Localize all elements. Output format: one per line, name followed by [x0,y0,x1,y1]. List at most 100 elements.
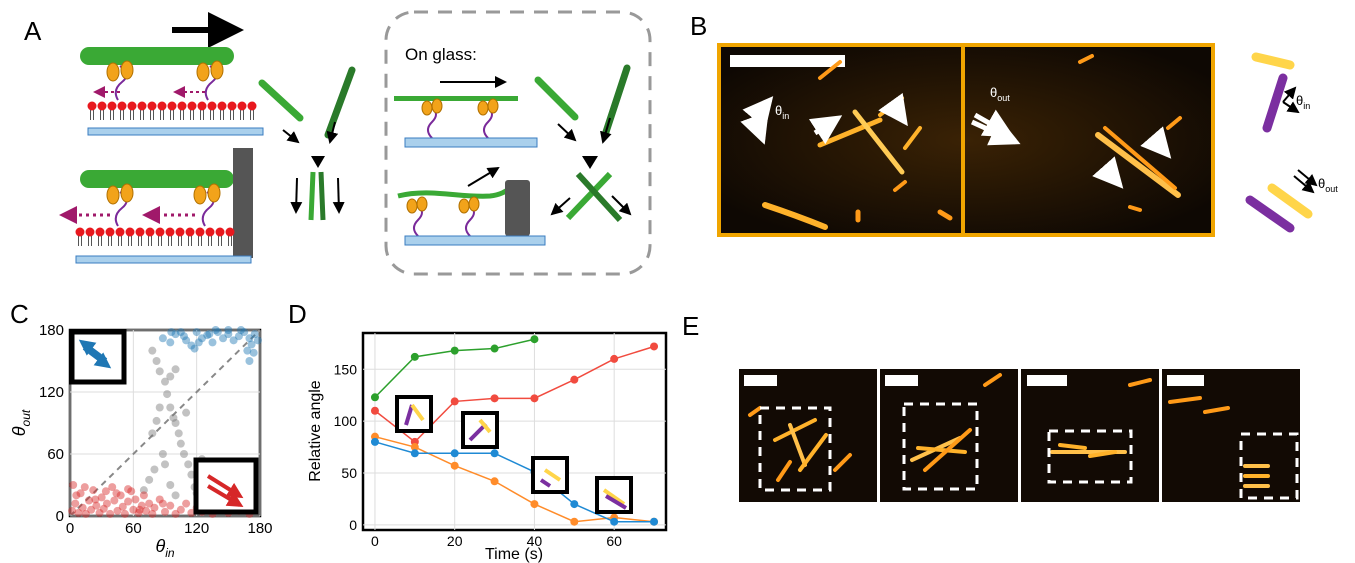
schematic-theta-out-sym: θ [1318,176,1325,191]
scatter-point [148,509,157,518]
c-ylabel-sym: θ [9,426,29,436]
d-ytick: 150 [334,361,358,377]
scatter-point [72,491,81,500]
scatter-point [161,377,169,386]
scatter-point [110,496,119,505]
d-ytick: 50 [341,465,357,481]
series-point [570,375,579,384]
lipid-head [115,227,125,237]
scatter-point [171,330,180,339]
c-ytick: 60 [47,446,64,463]
glide-arrow [467,166,500,187]
scatter-point [224,330,233,339]
scatter-point [180,332,188,341]
schematic-theta-in-sub: in [1303,101,1310,111]
scatter-point [245,357,254,365]
scatter-point [187,470,196,479]
series-point [370,393,379,402]
scatter-point [131,495,140,504]
series-point [610,354,619,363]
panel-a-schematic: On glass: [59,10,652,276]
lipid-head [207,101,217,111]
micrograph [739,369,877,502]
lipid-head [175,227,185,237]
data-lines [370,335,659,526]
barrier [233,148,253,258]
series-point [610,517,619,526]
legend-inset-blue [69,329,127,385]
scatter-point [135,505,144,514]
schematic-theta-out: θout [1318,176,1338,194]
lipid-head [105,227,115,237]
series-point [490,449,499,458]
scatter-point [245,334,254,343]
c-ytick: 120 [39,384,64,401]
scatter-point [182,408,191,417]
lipid-head [145,227,155,237]
glass-substrate [404,137,538,148]
lipid-bilayer [75,227,235,246]
lipid-head [87,101,97,111]
series-point [450,449,459,458]
scatter-point [190,344,199,353]
orientation-insets [395,395,633,514]
scatter-point [169,413,178,422]
scatter-point [78,503,87,512]
micrograph [880,369,1018,502]
series-point [410,449,419,458]
scatter-point [237,326,245,334]
series-line [374,441,655,523]
lipid-head [215,227,225,237]
lipid-head [185,227,195,237]
scatter-point [76,489,85,498]
lipid-head [187,101,197,111]
scatter-point [74,508,83,517]
scatter-point [247,340,256,349]
scatter-point [71,499,80,508]
scatter-point [97,493,106,502]
lipid-head [95,227,105,237]
scatter-point [205,330,214,339]
d-xtick: 60 [606,533,622,549]
series-point [450,461,459,470]
inset-label: On glass: [405,45,477,64]
scatter-point [91,495,100,504]
c-ytick: 180 [39,322,64,339]
scatter-point [229,336,238,345]
scatter-point [171,419,180,427]
series-point [370,406,379,415]
scatter-point [166,338,175,347]
theta-in-sym: θ [775,103,782,118]
scatter-point [171,491,180,500]
scatter-point [176,328,185,337]
lipid-head [205,227,215,237]
lipid-head [117,101,127,111]
scatter-point [249,348,258,357]
myosin-motors [106,183,221,227]
theta-out-sym: θ [990,85,997,100]
theta-in-label: θin [775,103,789,121]
myosin-motors [106,60,224,101]
c-xtick: 180 [247,520,272,537]
scatter-point [137,501,146,510]
scatter-point [102,499,111,508]
theta-out-sub: out [997,93,1010,103]
c-ylabel-sub: out [19,409,33,426]
series-point [530,335,539,344]
lipid-head [195,227,205,237]
scatter-point [99,504,108,513]
c-xlabel: θin [155,536,174,560]
scatter-point [194,338,203,347]
scatter-point [108,483,117,492]
schematic-theta-in: θin [1296,93,1310,111]
collision-schematic-membrane [258,66,356,221]
scatter-point [167,328,176,337]
scatter-point [81,509,90,518]
myosin-on-glass [421,98,499,139]
selection-boxes [758,402,1299,500]
scatter-point [166,501,175,510]
lipid-head [97,101,107,111]
scatter-point [208,338,217,347]
scatter-point [184,460,193,469]
